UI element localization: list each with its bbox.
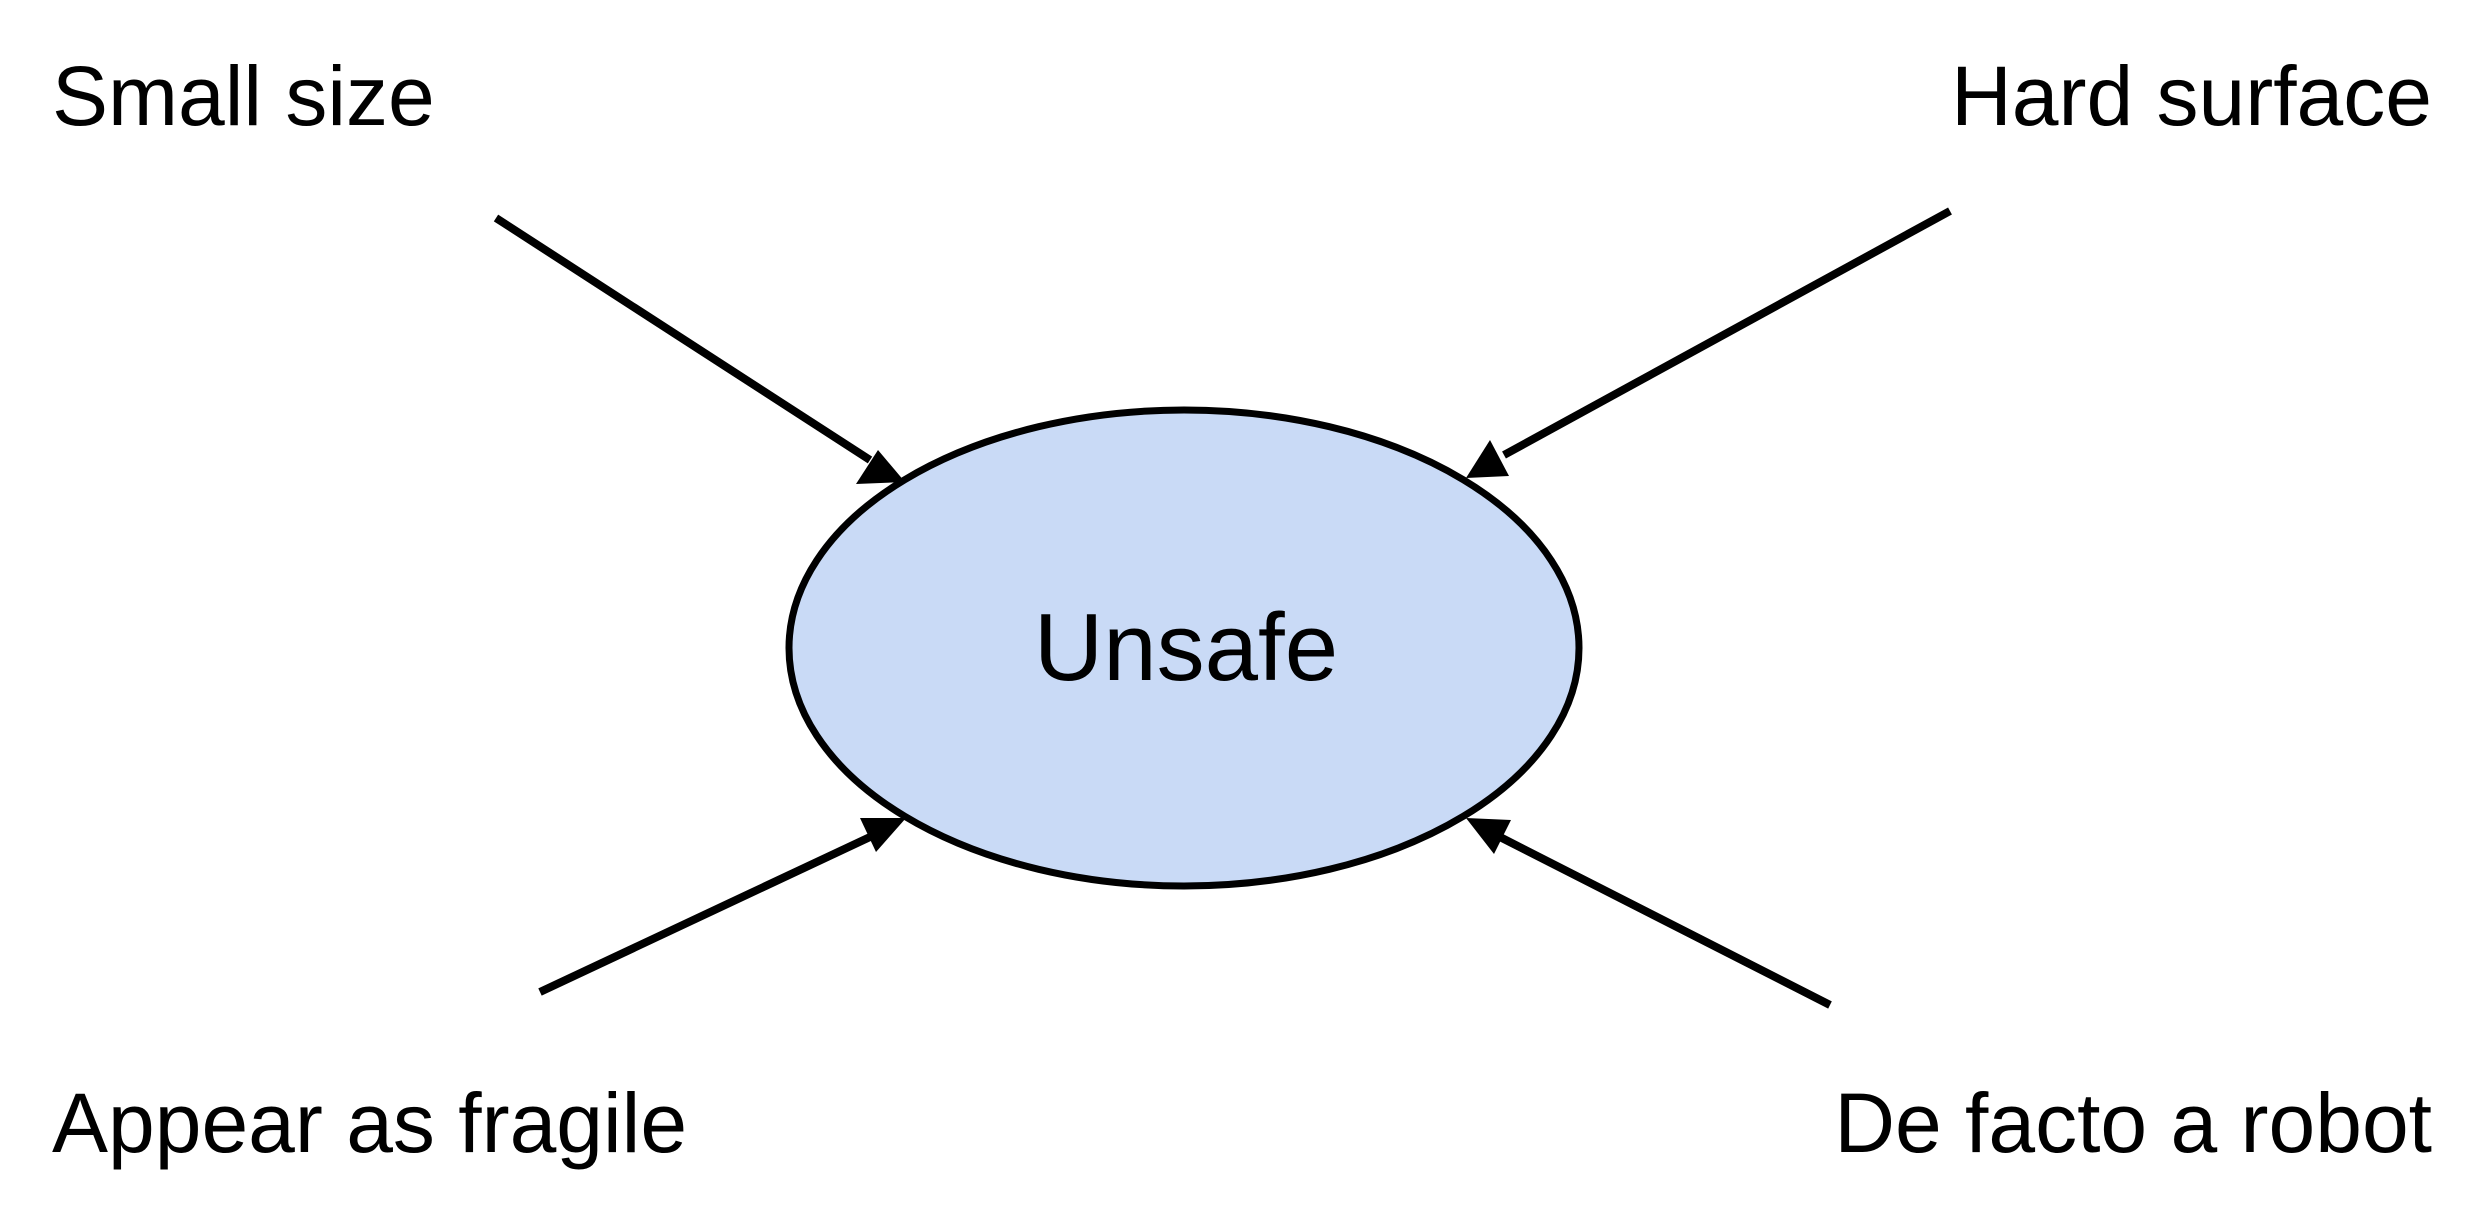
arrow-line-hard-surface [1502,207,1952,459]
arrow-line-small-size [493,214,873,464]
factor-label-de-facto-a-robot: De facto a robot [1834,1076,2432,1170]
arrow-line-appear-as-fragile [538,833,872,996]
arrow-head-hard-surface [1466,440,1509,478]
arrow-head-appear-as-fragile [860,818,906,852]
arrow-hard-surface [1466,207,1952,478]
unsafe-node [785,406,1583,890]
arrow-line-de-facto-a-robot [1498,833,1832,1009]
arrow-appear-as-fragile [538,818,906,996]
arrow-head-de-facto-a-robot [1466,818,1511,854]
arrow-de-facto-a-robot [1466,818,1832,1009]
unsafe-node-label: Unsafe [1034,594,1338,701]
arrow-head-small-size [856,450,905,484]
arrow-small-size [493,214,905,484]
factor-label-hard-surface: Hard surface [1951,49,2432,143]
factor-label-appear-as-fragile: Appear as fragile [52,1076,687,1170]
factor-label-small-size: Small size [52,49,435,143]
